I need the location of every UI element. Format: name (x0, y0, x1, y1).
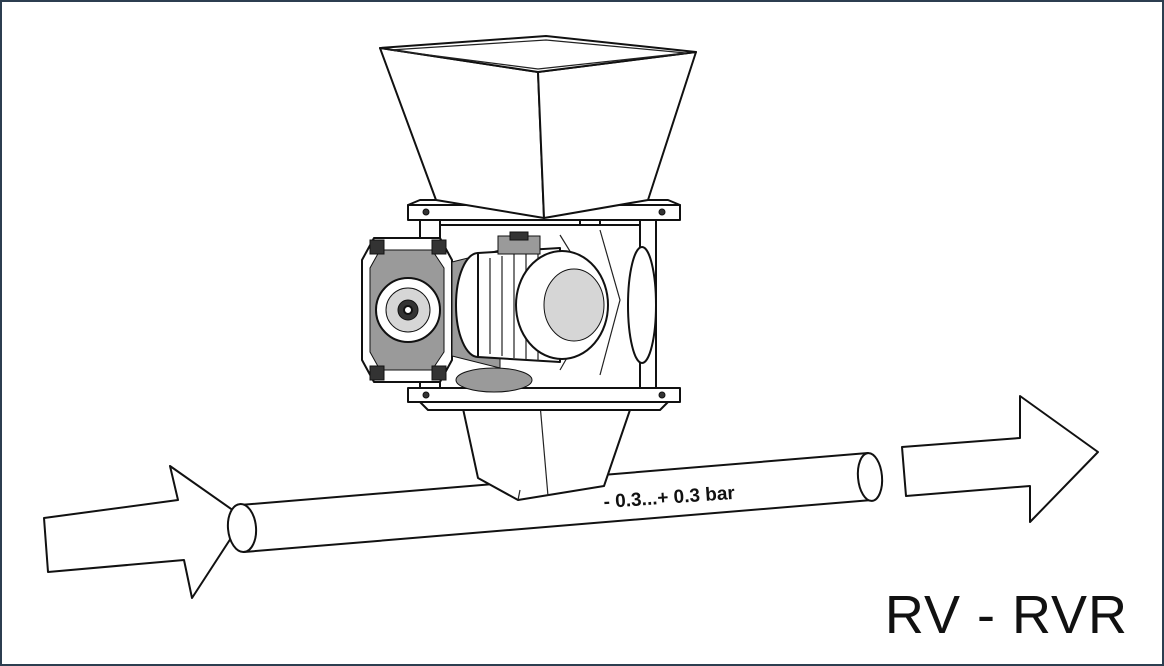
pipe-icon (226, 452, 884, 553)
model-label: RV - RVR (884, 585, 1128, 645)
outlet-arrow-icon (901, 395, 1099, 523)
inlet-arrow-icon (43, 465, 245, 599)
hopper-icon (379, 35, 697, 219)
gearbox (361, 237, 453, 383)
motor-icon (451, 231, 609, 393)
